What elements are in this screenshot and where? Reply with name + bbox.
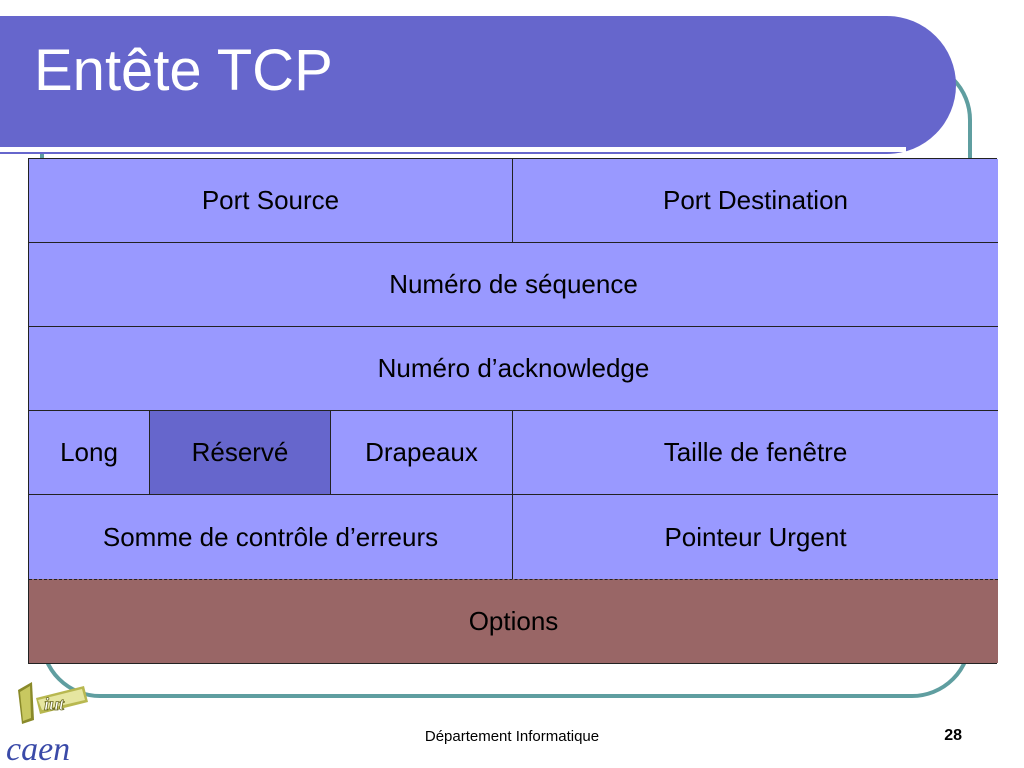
iut-caen-logo: iut caen <box>6 682 88 764</box>
tcp-header-table: Port Source Port Destination Numéro de s… <box>28 158 998 664</box>
field-urgent-pointer: Pointeur Urgent <box>513 495 998 579</box>
banner-underline <box>0 147 906 152</box>
field-ack-number: Numéro d’acknowledge <box>29 327 998 411</box>
field-port-destination: Port Destination <box>513 159 998 243</box>
iut-logo-icon: iut <box>18 682 88 724</box>
field-sequence-number: Numéro de séquence <box>29 243 998 327</box>
field-window-size: Taille de fenêtre <box>513 411 998 495</box>
footer-department: Département Informatique <box>424 728 600 745</box>
field-checksum: Somme de contrôle d’erreurs <box>29 495 513 579</box>
title-banner <box>0 16 956 154</box>
page-number: 28 <box>944 727 962 744</box>
field-flags: Drapeaux <box>331 411 513 495</box>
logo-wordmark: caen <box>6 731 70 764</box>
logo-letters: iut <box>44 694 65 714</box>
field-length: Long <box>29 411 150 495</box>
slide-title: Entête TCP <box>34 38 333 103</box>
field-options: Options <box>29 579 998 663</box>
field-port-source: Port Source <box>29 159 513 243</box>
field-reserved: Réservé <box>150 411 331 495</box>
